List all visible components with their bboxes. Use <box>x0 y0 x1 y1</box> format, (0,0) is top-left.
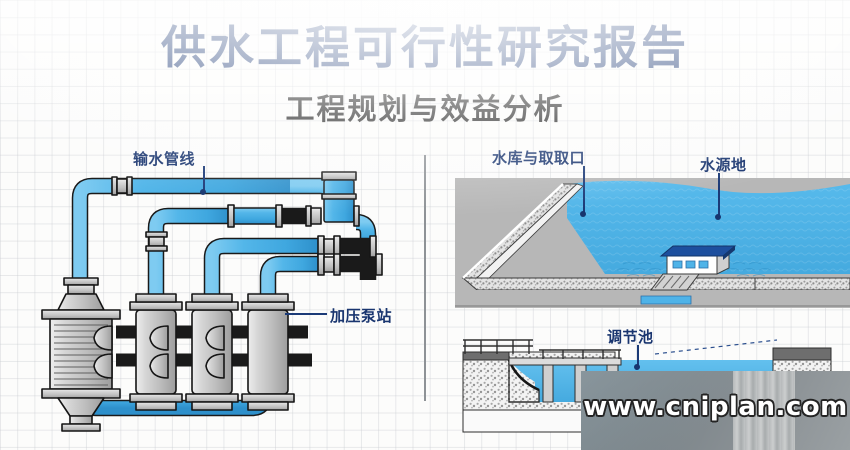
leader-dot-regulation-pond <box>634 364 640 370</box>
watermark-text: www.cniplan.com <box>583 392 848 422</box>
pipeline-pump-station-diagram <box>41 171 383 432</box>
leader-dot-pipeline <box>200 189 206 195</box>
flange-run3-end <box>369 235 377 258</box>
flange-top-left <box>111 176 133 196</box>
flange-run4 <box>317 253 341 276</box>
label-pipeline: 输水管线 <box>133 150 196 168</box>
page-title: 供水工程可行性研究报告 <box>160 21 689 74</box>
flange-riser-left <box>145 231 168 252</box>
spool-second-run <box>227 204 283 228</box>
tee-fitting <box>321 171 360 227</box>
label-water-source: 水源地 <box>700 156 747 174</box>
leader-water-source <box>718 173 720 217</box>
leader-pump-station <box>285 313 327 315</box>
leader-dot-water-source <box>715 214 721 220</box>
leader-reservoir-intake <box>583 166 585 214</box>
label-pump-station: 加压泵站 <box>330 307 393 325</box>
page-subtitle: 工程规划与效益分析 <box>285 92 565 126</box>
leader-dot-reservoir <box>580 211 586 217</box>
flange-tee-left <box>305 205 322 227</box>
label-reservoir-intake: 水库与取取口 <box>492 149 586 167</box>
flange-run4-end <box>375 253 383 276</box>
label-regulation-pond: 调节池 <box>607 328 654 346</box>
reservoir-intake-illustration <box>455 178 850 308</box>
